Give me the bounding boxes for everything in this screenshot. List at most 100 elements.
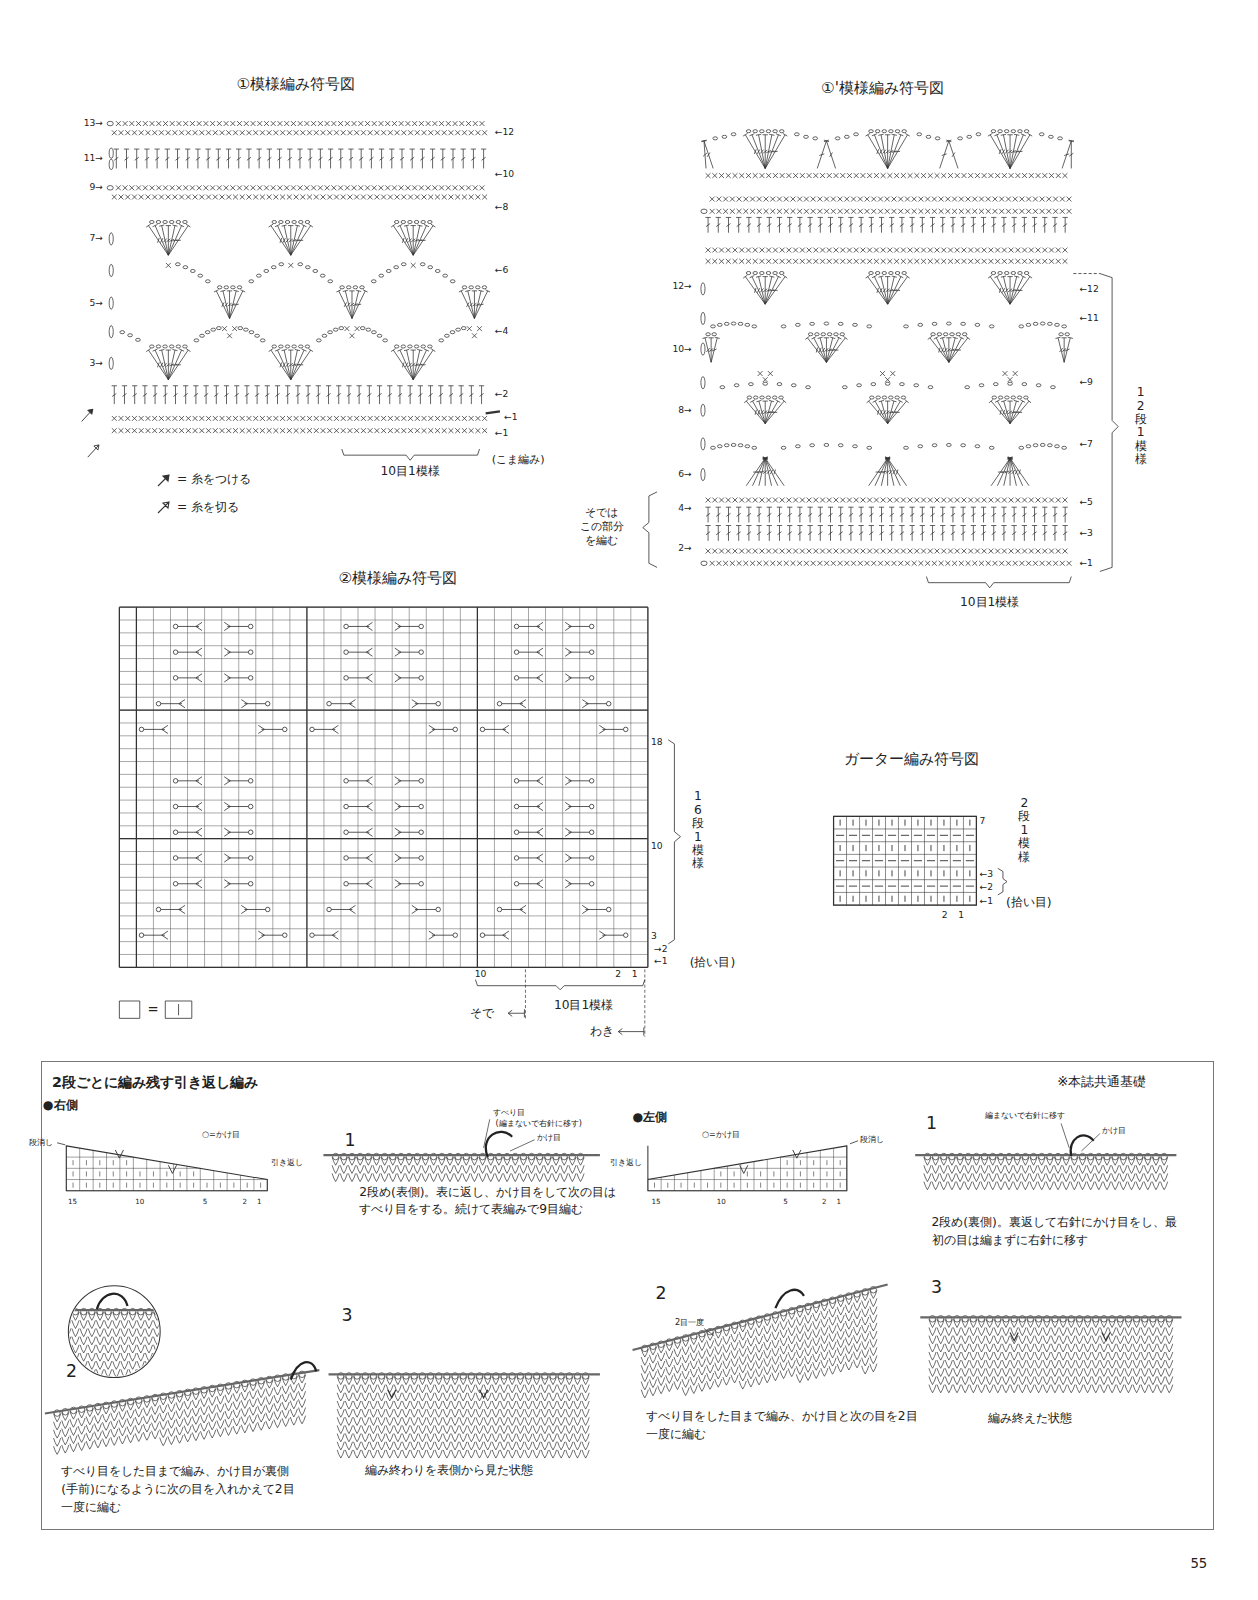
chart-label: ←12 bbox=[495, 127, 514, 138]
chart-strokes bbox=[45, 1370, 319, 1413]
chart-label: ←1 bbox=[495, 428, 509, 439]
chart-label: = bbox=[147, 1002, 158, 1017]
section-heading: 2段ごとに編み残す引き返し編み bbox=[52, 1073, 258, 1092]
chart-strokes bbox=[740, 1150, 801, 1173]
chart-label: ←6 bbox=[495, 265, 509, 276]
chart-label: 2 bbox=[243, 1198, 248, 1206]
chart-label: 10目1模様 bbox=[960, 595, 1019, 609]
chart-label: ←3 bbox=[1079, 528, 1093, 539]
chart-strokes bbox=[64, 1312, 161, 1377]
chart-strokes bbox=[834, 816, 977, 905]
chart-strokes bbox=[342, 449, 480, 460]
chart-strokes bbox=[655, 1160, 841, 1188]
chart-label: 引き返し bbox=[271, 1158, 303, 1167]
chart-strokes bbox=[648, 1146, 847, 1191]
chart-label: ←11 bbox=[1079, 313, 1098, 324]
chart-label: (編まないで右針に移す) bbox=[496, 1119, 582, 1128]
chart-label: 7→ bbox=[90, 233, 104, 244]
legend-symbol bbox=[155, 499, 173, 515]
chart-label: 12→ bbox=[672, 281, 691, 292]
step-caption: 2段め(裏側)。裏返して右針にかけ目をし、最初の目は編まずに右針に移す bbox=[932, 1214, 1182, 1250]
legend-row: = 糸をつける bbox=[155, 471, 251, 488]
chart-label: ●左側 bbox=[633, 1110, 668, 1124]
chart-label: 10目1模様 bbox=[554, 998, 613, 1012]
chart-strokes bbox=[668, 740, 680, 944]
chart-strokes bbox=[107, 121, 490, 433]
chart-label: 18 bbox=[651, 737, 663, 748]
chart-label: 編み終わりを表側から見た状態 bbox=[365, 1463, 533, 1477]
chart-label: 1 bbox=[836, 1198, 841, 1206]
chart-strokes bbox=[834, 816, 977, 905]
chart-label: 2 bbox=[822, 1198, 827, 1206]
chart-label: ←9 bbox=[1079, 377, 1093, 388]
chart-label: 1 bbox=[958, 910, 964, 921]
chart-strokes bbox=[643, 274, 1118, 588]
chart-label: 10→ bbox=[672, 344, 691, 355]
chart-heading: ①'模様編み符号図 bbox=[821, 80, 944, 98]
legend-symbol bbox=[155, 472, 173, 488]
chart-label: ←3 bbox=[979, 869, 993, 880]
chart-strokes bbox=[486, 1132, 512, 1157]
chart-label: 8→ bbox=[678, 405, 692, 416]
chart-strokes bbox=[329, 1373, 600, 1375]
chart-label: 55 bbox=[1190, 1556, 1207, 1571]
chart-strokes bbox=[337, 1376, 589, 1458]
chart-heading: 2 bbox=[66, 1362, 77, 1382]
chart-label: 13→ bbox=[84, 118, 103, 129]
chart-strokes bbox=[119, 1001, 191, 1018]
chart-label: ←7 bbox=[1079, 439, 1093, 450]
chart-heading: ②模様編み符号図 bbox=[339, 570, 458, 588]
chart-strokes bbox=[82, 409, 99, 457]
chart-strokes bbox=[850, 1141, 858, 1144]
chart-label: 編み終えた状態 bbox=[988, 1411, 1072, 1425]
chart-label: ←4 bbox=[495, 326, 509, 337]
chart-label: (拾い目) bbox=[1006, 895, 1052, 909]
chart-label: 段消し bbox=[860, 1135, 884, 1144]
chart-heading: ガーター編み符号図 bbox=[844, 751, 979, 769]
chart-label: ○=かけ目 bbox=[202, 1130, 240, 1139]
chart-label: ※本誌共通基礎 bbox=[1057, 1074, 1146, 1089]
chart-strokes bbox=[633, 1285, 888, 1351]
chart-heading: ①模様編み符号図 bbox=[237, 76, 356, 94]
chart-strokes bbox=[508, 1009, 644, 1036]
chart-label: 10 bbox=[135, 1198, 144, 1206]
chart-strokes bbox=[641, 1290, 877, 1398]
chart-label: かけ目 bbox=[537, 1133, 561, 1142]
chart-label: そで bbox=[470, 1006, 494, 1020]
chart-label: ←5 bbox=[1079, 497, 1093, 508]
chart-label: 3 bbox=[651, 931, 657, 942]
chart-label: ←1 bbox=[1079, 558, 1093, 569]
repeat-label: 2段1模様 bbox=[1018, 797, 1030, 864]
chart-label: 10 bbox=[717, 1198, 726, 1206]
chart-label: 1 bbox=[257, 1198, 262, 1206]
chart-strokes bbox=[291, 1362, 317, 1379]
chart-strokes bbox=[73, 1160, 261, 1188]
chart-strokes bbox=[139, 622, 628, 939]
chart-label: 2 bbox=[615, 969, 621, 980]
chart-label: 15 bbox=[651, 1198, 660, 1206]
chart-label: ←1 bbox=[654, 956, 668, 967]
chart-strokes bbox=[54, 1375, 306, 1455]
chart-label: 1 bbox=[632, 969, 638, 980]
chart-label: 編まないで右針に移す bbox=[985, 1111, 1065, 1120]
chart-label: 2 bbox=[942, 910, 948, 921]
chart-label: 3→ bbox=[90, 358, 104, 369]
chart-label: 2目一度 bbox=[675, 1318, 704, 1327]
chart-label: →2 bbox=[654, 944, 668, 955]
chart-label: 11→ bbox=[84, 153, 103, 164]
legend-symbol bbox=[158, 475, 169, 486]
chart-label: 15 bbox=[68, 1198, 77, 1206]
chart-heading: 1 bbox=[926, 1114, 937, 1134]
chart-strokes bbox=[525, 969, 644, 1036]
chart-strokes bbox=[648, 1146, 847, 1191]
chart-label: 引き返し bbox=[610, 1158, 642, 1167]
chart-label: 4→ bbox=[678, 503, 692, 514]
chart-label: 5→ bbox=[90, 298, 104, 309]
chart-strokes bbox=[88, 409, 93, 414]
step-caption: すべり目をした目まで編み、かけ目が裏側(手前)になるように次の目を入れかえて2目… bbox=[61, 1463, 302, 1516]
chart-label: ←2 bbox=[495, 389, 509, 400]
chart-strokes bbox=[119, 607, 648, 967]
chart-strokes bbox=[97, 1294, 128, 1309]
chart-heading: 1 bbox=[344, 1131, 355, 1151]
